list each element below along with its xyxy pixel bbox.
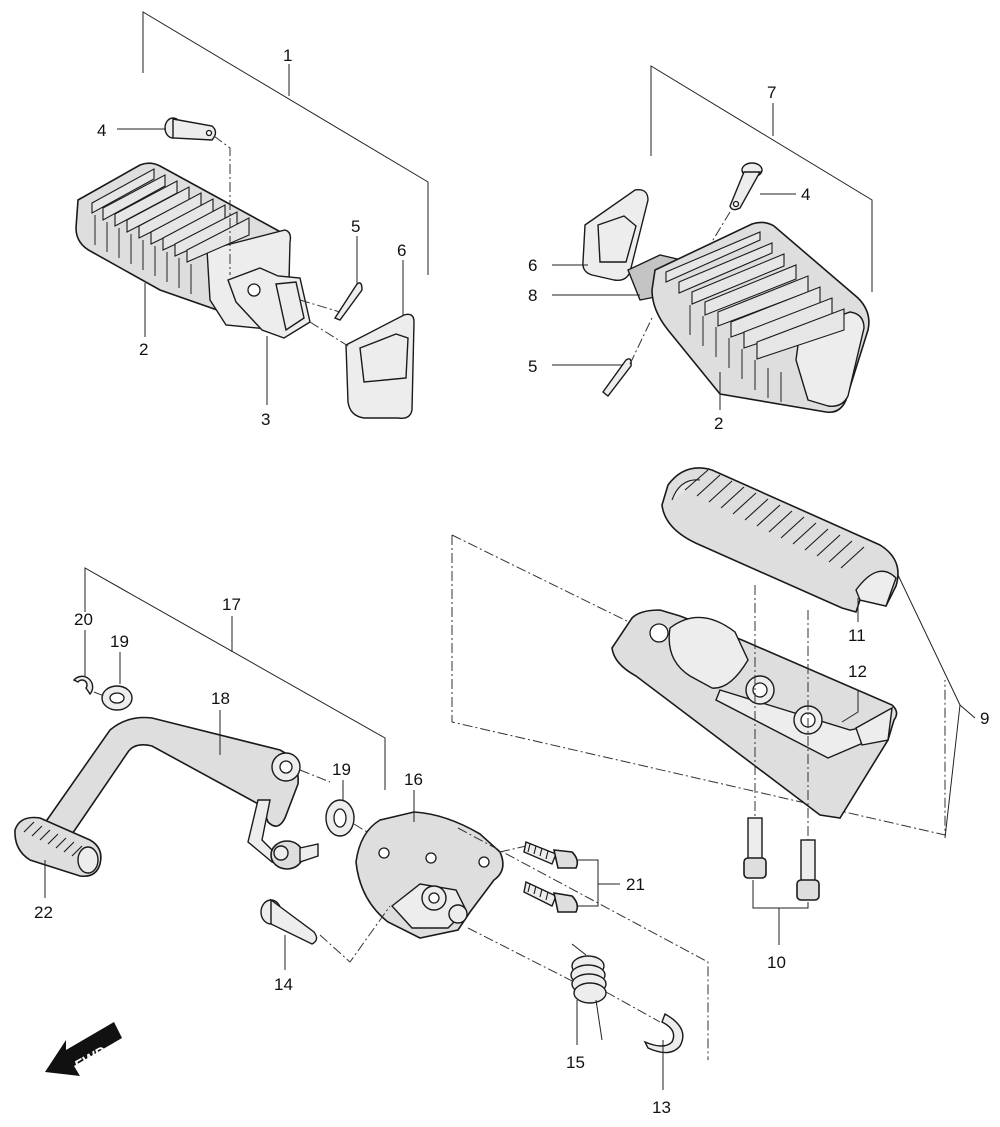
bracket-17 xyxy=(84,567,386,790)
dash-cotter-right xyxy=(629,317,653,365)
label-6b: 6 xyxy=(528,256,537,275)
label-4b: 4 xyxy=(801,185,810,204)
group-17-shift-pedal xyxy=(14,567,709,1090)
circlip-20 xyxy=(72,675,94,696)
label-14: 14 xyxy=(274,975,293,994)
passenger-bracket-12 xyxy=(611,609,898,819)
fwd-arrow: FWD xyxy=(45,1022,122,1076)
dash-plate-frame xyxy=(457,827,709,1060)
label-8: 8 xyxy=(528,286,537,305)
cotter-pin-5-left xyxy=(333,282,363,321)
spring-15 xyxy=(570,943,607,1041)
label-12: 12 xyxy=(848,662,867,681)
bracket-10 xyxy=(752,880,809,909)
mount-plate-16 xyxy=(355,811,504,939)
label-6a: 6 xyxy=(397,241,406,260)
bolt-21-lower xyxy=(523,880,579,913)
label-16: 16 xyxy=(404,770,423,789)
washer-19-right xyxy=(325,799,355,837)
bracket-1 xyxy=(142,11,429,275)
dash-plate-spring xyxy=(467,927,581,986)
dash-lever-pivot xyxy=(299,769,331,783)
pin-4-left xyxy=(164,117,217,141)
bracket-7 xyxy=(650,65,873,292)
label-2a: 2 xyxy=(139,340,148,359)
label-20: 20 xyxy=(74,610,93,629)
part-number-labels: 1 4 5 6 2 3 7 4 6 8 5 2 11 12 9 10 17 20… xyxy=(34,46,989,1117)
label-18: 18 xyxy=(211,689,230,708)
group-1-rider-footrest-left xyxy=(75,11,429,420)
label-19a: 19 xyxy=(110,632,129,651)
leader-9 xyxy=(959,704,976,719)
bolt-10-right xyxy=(796,839,820,901)
bolt-21-upper xyxy=(523,841,579,869)
pedal-rubber-22 xyxy=(14,816,102,878)
cover-plate-6-left xyxy=(345,313,415,420)
washer-19-left xyxy=(101,685,133,711)
label-10: 10 xyxy=(767,953,786,972)
passenger-rubber-11 xyxy=(661,467,899,613)
dash-bolts xyxy=(499,845,527,853)
label-1: 1 xyxy=(283,46,292,65)
label-19b: 19 xyxy=(332,760,351,779)
label-13: 13 xyxy=(652,1098,671,1117)
label-11: 11 xyxy=(848,626,866,645)
footrest-rubber-2-right xyxy=(651,221,870,414)
dash-pin-4-right xyxy=(709,211,731,246)
group-9-passenger-footrest xyxy=(451,467,976,945)
bracket-9-frame xyxy=(451,535,946,836)
label-15: 15 xyxy=(566,1053,585,1072)
footrest-ribs-right xyxy=(665,231,845,402)
footrest-bracket-3 xyxy=(227,267,311,339)
label-7: 7 xyxy=(767,83,776,102)
label-4a: 4 xyxy=(97,121,106,140)
label-5b: 5 xyxy=(528,357,537,376)
label-9: 9 xyxy=(980,709,989,728)
bolt-10-left xyxy=(743,817,767,879)
label-22: 22 xyxy=(34,903,53,922)
cotter-pin-5-right xyxy=(602,358,632,397)
pin-4-right xyxy=(729,162,763,211)
bracket-21 xyxy=(578,859,599,907)
dash-lever-washer xyxy=(93,691,105,697)
dash-pin-plate xyxy=(319,905,391,963)
dash-cotter-left xyxy=(299,299,341,313)
footrest-ribs-left xyxy=(91,168,250,294)
label-2b: 2 xyxy=(714,414,723,433)
dash-pin-4-left xyxy=(213,135,231,275)
leader-12 xyxy=(841,690,859,723)
group-7-rider-footrest-right xyxy=(552,65,873,414)
dash-spring-clip xyxy=(605,991,661,1023)
pin-14 xyxy=(260,898,318,945)
passenger-rubber-ribs xyxy=(684,469,865,569)
bracket-9 xyxy=(897,574,961,839)
label-3: 3 xyxy=(261,410,270,429)
shift-lever-18 xyxy=(38,716,319,870)
label-21: 21 xyxy=(626,875,645,894)
cover-plate-6-right xyxy=(582,189,649,282)
dash-frame-top xyxy=(451,534,636,626)
circlip-13 xyxy=(643,1012,684,1054)
label-5a: 5 xyxy=(351,217,360,236)
dash-cover-left xyxy=(309,321,349,347)
label-17: 17 xyxy=(222,595,241,614)
